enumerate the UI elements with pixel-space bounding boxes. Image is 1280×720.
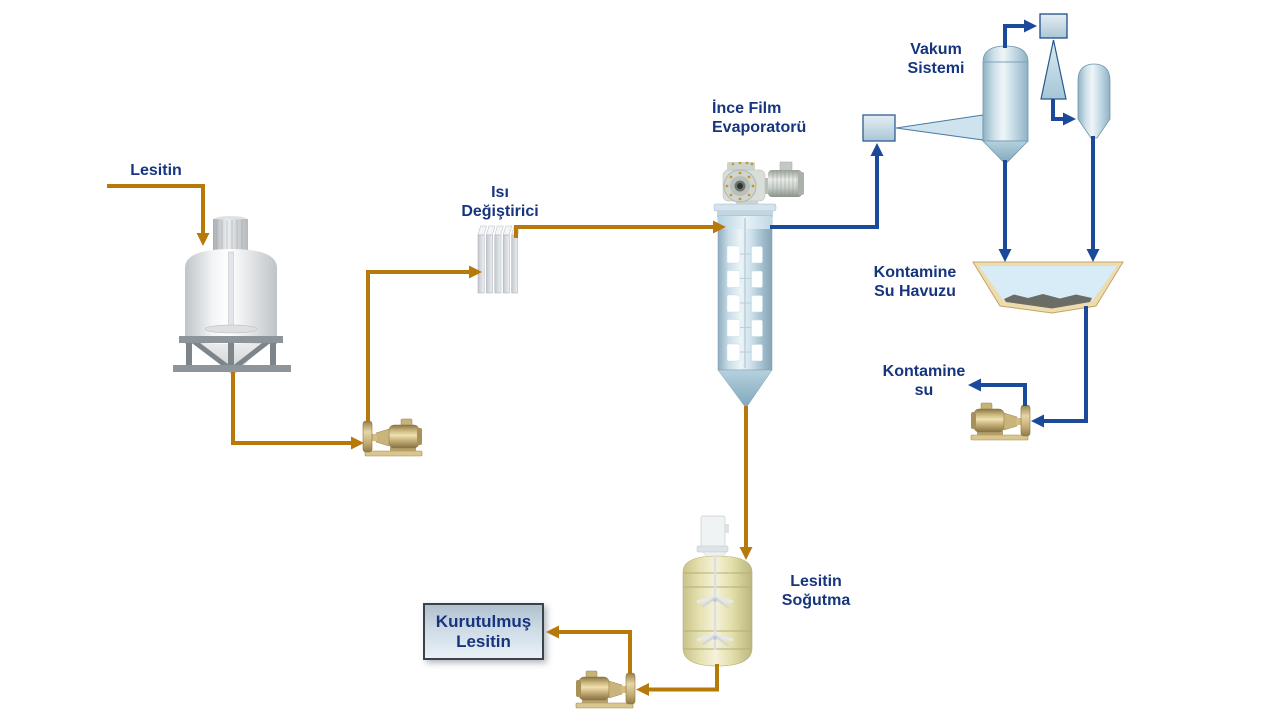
arrowhead <box>636 683 649 696</box>
lecithin-cooling-tank <box>682 515 753 667</box>
arrowhead <box>196 233 210 246</box>
evaporator-cone <box>717 369 773 409</box>
heat-exchanger-plates <box>477 225 521 294</box>
pipe-heat-exchanger-to-evaporator <box>514 220 726 238</box>
pipe-feed-pump-to-heat-exchanger <box>366 265 482 422</box>
cooling-motor-base <box>696 545 729 553</box>
pipe-tank-to-feed-pump <box>231 372 364 450</box>
label-lecithin-cooling: Lesitin Soğutma <box>781 573 851 609</box>
product-pump <box>575 670 636 709</box>
motor-end-cap <box>798 172 804 195</box>
lecithin-feed-tank <box>173 216 291 376</box>
pipe-column-to-ejector-box <box>1003 19 1037 48</box>
tank-paddle <box>204 324 258 334</box>
pipe-cooling-tank-to-product-pump <box>636 664 719 696</box>
arrowhead <box>1024 19 1037 33</box>
label-vacuum-system: Vakum Sistemi <box>907 41 965 77</box>
arrowhead <box>998 249 1012 262</box>
gearbox-flange <box>723 169 757 203</box>
arrowhead <box>870 143 884 156</box>
motor-fins <box>772 171 798 196</box>
label-contaminated-water: Kontamine su <box>882 363 966 399</box>
contaminated-water-pool <box>972 261 1124 314</box>
ejector-diffuser <box>1040 39 1067 100</box>
arrowhead <box>713 220 726 234</box>
arrowhead <box>469 265 482 279</box>
pipe-condenser-to-pool <box>1086 136 1100 262</box>
tank-cap-ribs <box>216 220 243 251</box>
cooling-impeller-upper <box>696 595 734 610</box>
feed-pump <box>362 418 423 457</box>
cooling-motor-tab <box>724 524 729 533</box>
evaporator-top-flange <box>713 203 777 212</box>
motor-terminal-box <box>779 161 793 172</box>
vacuum-inlet-box <box>862 114 896 142</box>
arrowhead <box>351 436 364 450</box>
cooling-agitator-motor <box>700 515 726 549</box>
contaminated-water-pump <box>970 402 1031 441</box>
pipe-column-to-pool <box>998 160 1012 262</box>
vacuum-system <box>862 13 1111 165</box>
evaporator-neck <box>717 210 773 217</box>
label-lecithin: Lesitin <box>130 162 182 179</box>
cooling-impeller-lower <box>696 633 734 648</box>
vacuum-column-cone <box>982 140 1029 165</box>
pipe-evaporator-to-vacuum <box>770 143 884 229</box>
label-heat-exchanger: Isı Değiştirici <box>461 184 539 220</box>
ejector-box <box>1039 13 1068 39</box>
dried-lecithin-box: Kurutulmuş Lesitin <box>423 603 544 660</box>
tank-agitator-drive <box>213 219 248 252</box>
vacuum-column <box>982 45 1029 142</box>
arrowhead <box>1086 249 1100 262</box>
pool-sediment <box>1004 294 1092 309</box>
tank-shaft <box>228 251 234 331</box>
arrowhead <box>968 378 981 392</box>
cooling-bands <box>684 572 751 650</box>
pipe-pool-to-water-pump <box>1031 306 1088 428</box>
pipe-lecithin-feed <box>107 184 210 246</box>
arrowhead <box>739 547 753 560</box>
pipe-evaporator-to-cooling-tank <box>739 406 753 560</box>
pipe-water-pump-to-discharge <box>968 378 1027 406</box>
motor-neck <box>762 178 772 194</box>
tank-stand <box>173 336 291 372</box>
venturi-nozzle <box>895 114 984 141</box>
thin-film-evaporator <box>713 161 804 409</box>
label-contaminated-water-pool: Kontamine Su Havuzu <box>873 264 957 300</box>
pipe-product-pump-to-dried-lecithin <box>546 625 632 674</box>
label-thin-film-evaporator: İnce Film Evaporatorü <box>712 100 807 136</box>
pipe-ejector-to-condenser <box>1051 99 1076 126</box>
evaporator-motor <box>768 170 802 197</box>
heat-exchanger <box>477 225 521 294</box>
arrowhead <box>1063 112 1076 126</box>
evaporator-windows <box>726 245 763 362</box>
arrowhead <box>1031 414 1044 428</box>
condenser-vessel <box>1077 63 1111 139</box>
arrowhead <box>546 625 559 639</box>
label-dried-lecithin: Kurutulmuş Lesitin <box>435 611 532 651</box>
